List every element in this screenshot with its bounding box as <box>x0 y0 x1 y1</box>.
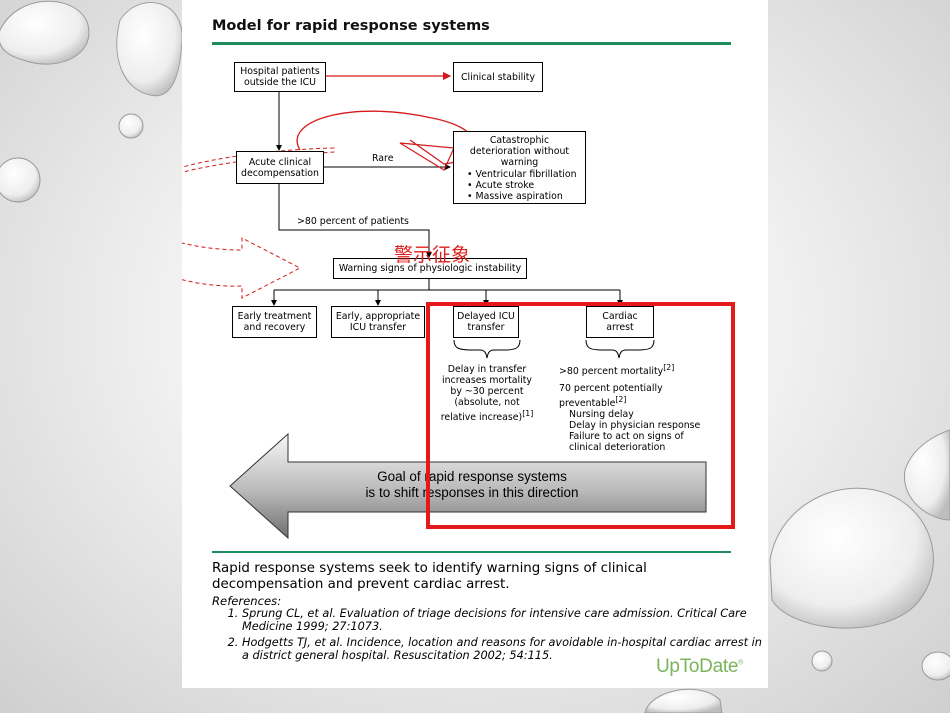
preventable-list: Nursing delay Delay in physician respons… <box>559 409 719 453</box>
early-icu-box: Early, appropriate ICU transfer <box>331 306 425 338</box>
reference-item: Hodgetts TJ, et al. Incidence, location … <box>242 636 762 662</box>
figure-panel: Model for rapid response systems <box>182 0 768 688</box>
footer-rule <box>212 551 731 553</box>
catastrophic-title: Catastrophic deterioration without warni… <box>469 135 570 168</box>
percent-patients-label: >80 percent of patients <box>297 216 409 227</box>
mortality-note: >80 percent mortality[2] 70 percent pote… <box>559 362 719 453</box>
arrow-to-warning-signs <box>278 184 432 258</box>
list-item: Ventricular fibrillation <box>467 169 581 180</box>
title-rule <box>212 42 731 45</box>
list-item: Acute stroke <box>467 180 581 191</box>
water-drop-decoration <box>0 0 90 65</box>
references-list: Sprung CL, et al. Evaluation of triage d… <box>220 607 762 665</box>
preventable-text: 70 percent potentially preventable <box>559 383 663 410</box>
water-drop-decoration <box>0 157 41 203</box>
big-direction-arrow <box>229 432 707 540</box>
rare-label: Rare <box>372 153 394 164</box>
water-drop-decoration <box>921 651 950 681</box>
water-drop-decoration <box>811 650 833 672</box>
uptodate-logo: UpToDate® <box>656 656 743 678</box>
clinical-stability-box: Clinical stability <box>453 62 543 92</box>
brand-name: UpToDate <box>656 656 739 677</box>
water-drop-decoration <box>769 487 934 629</box>
summary-text: Rapid response systems seek to identify … <box>212 561 647 592</box>
water-drop-decoration <box>904 429 950 521</box>
preventable-ref: [2] <box>615 395 627 405</box>
list-item: Failure to act on signs of clinical dete… <box>569 431 684 454</box>
list-item: Delay in physician response <box>569 420 701 432</box>
delay-text: Delay in transfer increases mortality by… <box>440 364 532 424</box>
brand-mark: ® <box>738 659 743 667</box>
delay-ref: [1] <box>522 409 534 418</box>
warning-signs-box: Warning signs of physiologic instability <box>333 258 527 279</box>
early-treatment-box: Early treatment and recovery <box>232 306 317 338</box>
catastrophic-list: Ventricular fibrillation Acute stroke Ma… <box>458 169 581 202</box>
catastrophic-box: Catastrophic deterioration without warni… <box>453 131 586 204</box>
mortality-ref: [2] <box>663 363 675 372</box>
mortality-text: >80 percent mortality <box>559 366 664 378</box>
delay-note: Delay in transfer increases mortality by… <box>437 364 537 423</box>
reference-item: Sprung CL, et al. Evaluation of triage d… <box>242 607 762 633</box>
delayed-icu-box: Delayed ICU transfer <box>453 306 519 338</box>
delayed-brace <box>453 339 521 359</box>
chinese-annotation: 警示征象 <box>394 244 471 266</box>
big-arrow-line-2: is to shift responses in this direction <box>365 485 579 500</box>
cardiac-arrest-box: Cardiac arrest <box>586 306 654 338</box>
highlight-frame <box>426 302 735 529</box>
list-item: Nursing delay <box>569 409 634 421</box>
cardiac-brace <box>585 339 655 359</box>
references-heading: References: <box>212 594 282 608</box>
list-item: Massive aspiration <box>467 191 581 202</box>
red-curved-arrow-head <box>399 142 455 171</box>
water-drop-decoration <box>116 2 183 97</box>
figure-title: Model for rapid response systems <box>212 18 490 34</box>
acute-decompensation-box: Acute clinical decompensation <box>236 151 324 184</box>
water-drop-decoration <box>644 688 723 713</box>
big-arrow-line-1: Goal of rapid response systems <box>377 469 567 484</box>
water-drop-decoration <box>118 113 144 139</box>
hospital-patients-box: Hospital patients outside the ICU <box>234 62 326 92</box>
red-dashed-arrow <box>182 147 335 299</box>
